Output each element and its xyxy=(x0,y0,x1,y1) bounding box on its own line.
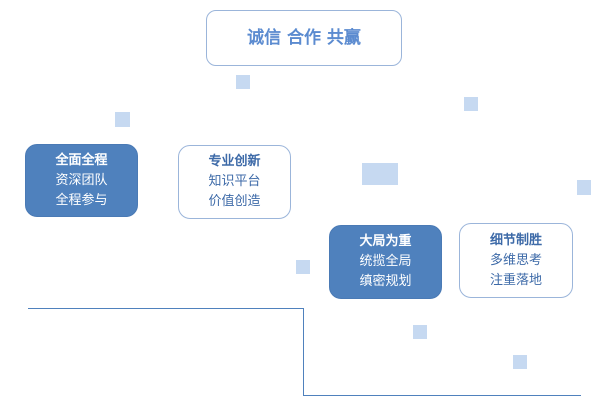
card-line: 价值创造 xyxy=(208,194,261,209)
decorative-square xyxy=(464,97,478,111)
decorative-square xyxy=(362,163,398,185)
card-line: 多维思考 xyxy=(489,252,542,268)
card-line: 注重落地 xyxy=(489,272,542,288)
card-heading: 细节制胜 xyxy=(489,232,542,248)
divider-line xyxy=(303,308,304,396)
decorative-square xyxy=(296,260,310,274)
card-details: 细节制胜 多维思考 注重落地 xyxy=(459,223,573,298)
decorative-square xyxy=(513,355,527,369)
card-line: 全程参与 xyxy=(55,192,108,208)
card-big-picture: 大局为重 统揽全局 缜密规划 xyxy=(329,225,442,299)
card-comprehensive: 全面全程 资深团队 全程参与 xyxy=(25,144,138,217)
card-heading: 大局为重 xyxy=(359,234,412,249)
divider-line xyxy=(28,308,304,309)
decorative-square xyxy=(236,75,250,89)
title-text: 诚信 合作 共赢 xyxy=(247,28,361,48)
title-box: 诚信 合作 共赢 xyxy=(206,10,402,66)
card-heading: 全面全程 xyxy=(55,152,108,168)
card-line: 知识平台 xyxy=(208,174,261,189)
decorative-square xyxy=(577,180,591,195)
card-line: 统揽全局 xyxy=(359,254,412,269)
decorative-square xyxy=(413,325,427,339)
decorative-square xyxy=(115,112,130,127)
divider-line xyxy=(303,395,581,396)
card-innovation: 专业创新 知识平台 价值创造 xyxy=(178,145,291,219)
card-line: 资深团队 xyxy=(55,172,108,188)
card-line: 缜密规划 xyxy=(359,274,412,289)
card-heading: 专业创新 xyxy=(208,154,261,169)
